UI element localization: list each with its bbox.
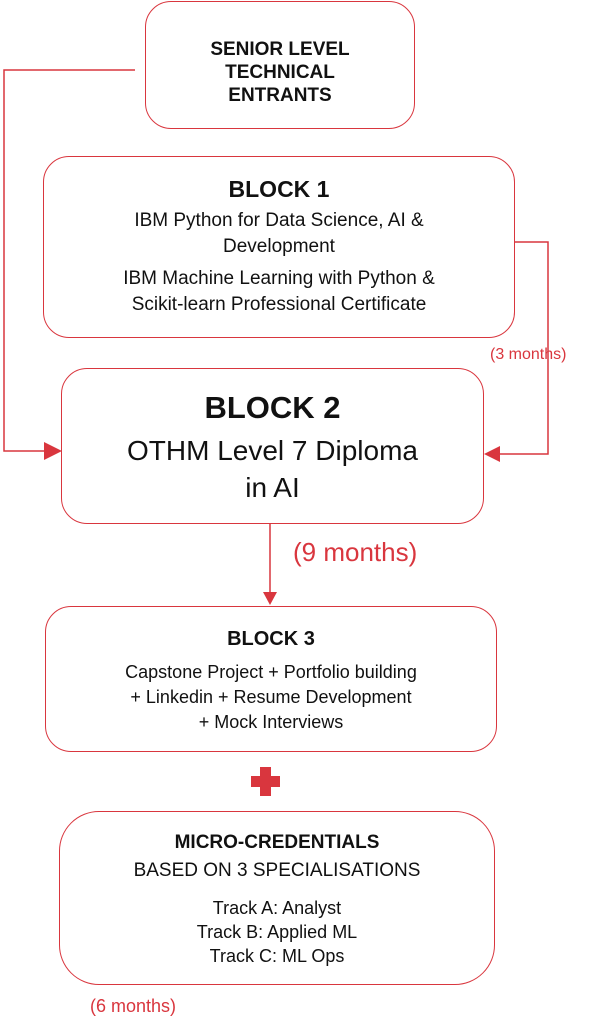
block2-duration-label: (9 months) — [293, 537, 418, 567]
connector-entrants-to-block2 — [3, 69, 135, 452]
arrowhead-block1-block2 — [484, 446, 500, 462]
block2-title: BLOCK 2 — [204, 390, 341, 425]
block1-course-2-line-1: IBM Machine Learning with Python & — [123, 268, 435, 289]
arrowhead-entrants-block2 — [44, 442, 62, 460]
entrants-title-line-3: ENTRANTS — [228, 85, 332, 106]
track-a: Track A: Analyst — [212, 898, 342, 918]
block3-line-2: + Linkedin + Resume Development — [130, 687, 412, 707]
block2-subtitle-line-1: OTHM Level 7 Diploma — [127, 435, 418, 466]
entrants-title-line-2: TECHNICAL — [225, 62, 335, 83]
block3-title: BLOCK 3 — [227, 628, 315, 650]
block3-description: Capstone Project + Portfolio building + … — [46, 660, 496, 735]
track-b: Track B: Applied ML — [196, 922, 358, 942]
block1-course-1: IBM Python for Data Science, AI & Develo… — [44, 208, 514, 260]
block1-course-2-line-2: Scikit-learn Professional Certificate — [131, 294, 427, 315]
track-c: Track C: ML Ops — [209, 946, 345, 966]
block3-line-1: Capstone Project + Portfolio building — [125, 662, 417, 682]
block1-box: BLOCK 1 IBM Python for Data Science, AI … — [43, 156, 515, 338]
connector-block1-to-block2 — [497, 241, 549, 455]
block2-box: BLOCK 2 OTHM Level 7 Diploma in AI — [61, 368, 484, 524]
micro-tracks: Track A: Analyst Track B: Applied ML Tra… — [60, 896, 494, 968]
block1-course-2: IBM Machine Learning with Python & Sciki… — [44, 266, 514, 318]
block3-box: BLOCK 3 Capstone Project + Portfolio bui… — [45, 606, 497, 752]
micro-credentials-box: MICRO-CREDENTIALS BASED ON 3 SPECIALISAT… — [59, 811, 495, 985]
micro-duration-label: (6 months) — [90, 996, 177, 1016]
arrowhead-block2-block3 — [263, 592, 277, 605]
entrants-title-line-1: SENIOR LEVEL — [210, 39, 350, 60]
block1-duration-label: (3 months) — [490, 346, 567, 363]
block2-subtitle-line-2: in AI — [245, 472, 300, 503]
micro-subtitle: BASED ON 3 SPECIALISATIONS — [133, 860, 421, 881]
plus-icon — [251, 767, 280, 796]
entrants-box: SENIOR LEVEL TECHNICAL ENTRANTS — [145, 1, 415, 129]
micro-title: MICRO-CREDENTIALS — [174, 832, 380, 853]
block3-line-3: + Mock Interviews — [198, 712, 344, 732]
block1-course-1-line-2: Development — [223, 236, 335, 257]
block1-course-1-line-1: IBM Python for Data Science, AI & — [134, 210, 424, 231]
block1-title: BLOCK 1 — [228, 176, 330, 202]
